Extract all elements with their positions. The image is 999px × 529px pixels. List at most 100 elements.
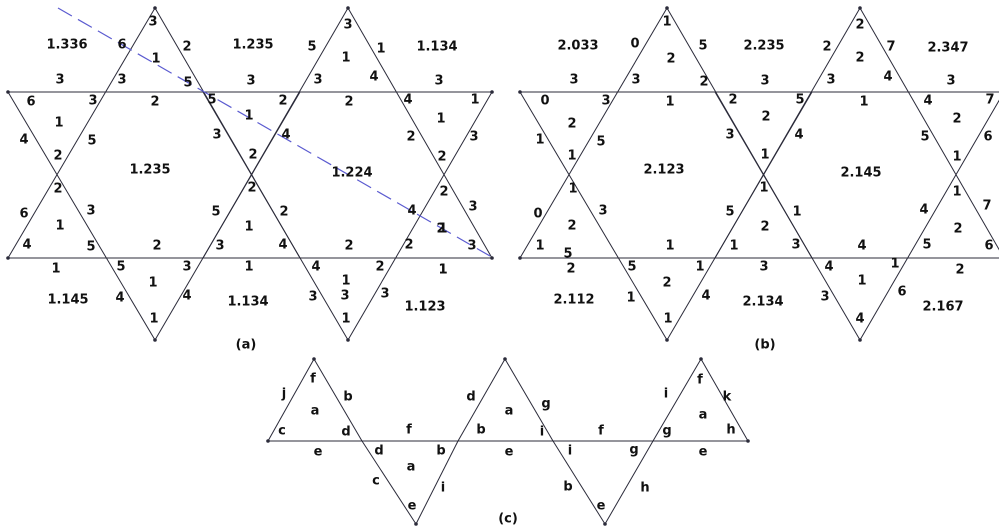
panel-c-lines (266, 357, 750, 526)
vertex-label: 4 (407, 204, 416, 219)
face-label: 1.235 (129, 163, 170, 178)
face-label: 1.134 (227, 295, 268, 310)
panel-a: 1.336 1.235 1.134 1.235 1.224 1.145 1.13… (6, 6, 494, 353)
vertex-label: c (278, 424, 286, 439)
panel-c-vertex-labels: f j b a c d f d a g e d b e i i f g e i … (278, 372, 735, 514)
vertex-label: 2 (437, 150, 446, 165)
vertex-label: 6 (26, 95, 35, 110)
vertex-label: f (598, 424, 604, 439)
vertex-label: 3 (820, 290, 829, 305)
vertex-label: 2 (279, 205, 288, 220)
vertex-label: 1 (54, 116, 63, 131)
vertex-label: 1 (341, 312, 350, 327)
vertex-label: b (436, 444, 445, 459)
vertex-label: 0 (630, 37, 639, 52)
vertex-label: 4 (824, 260, 833, 275)
vertex-label: 1 (151, 52, 160, 67)
vertex-label: 1 (890, 257, 899, 272)
vertex-label: 2 (567, 219, 576, 234)
face-label: 2.123 (643, 163, 684, 178)
vertex-label: 3 (55, 73, 64, 88)
vertex-label: 3 (791, 238, 800, 253)
vertex-label: 5 (183, 76, 192, 91)
face-label: 1.123 (404, 300, 445, 315)
vertex-label: 3 (343, 18, 352, 33)
vertex-label: 5 (307, 40, 316, 55)
vertex-label: i (568, 444, 572, 459)
vertex-label: 4 (883, 70, 892, 85)
panel-a-face-labels: 1.336 1.235 1.134 1.235 1.224 1.145 1.13… (46, 38, 457, 315)
vertex-label: 5 (87, 134, 96, 149)
vertex-label: 1 (149, 312, 158, 327)
vertex-label: 1 (760, 148, 769, 163)
vertex-label: 2 (760, 220, 769, 235)
vertex-label: 2 (436, 222, 445, 237)
vertex-label: 1 (729, 239, 738, 254)
vertex-label: 1 (759, 181, 768, 196)
vertex-label: 1 (568, 182, 577, 197)
vertex-label: 2 (344, 239, 353, 254)
vertex-label: 4 (794, 128, 803, 143)
vertex-label: 3 (469, 130, 478, 145)
vertex-label: 3 (759, 260, 768, 275)
vertex-label: 3 (86, 204, 95, 219)
vertex-label: 5 (920, 130, 929, 145)
vertex-label: e (408, 499, 417, 514)
vertex-label: j (281, 387, 286, 402)
vertex-label: 1 (244, 220, 253, 235)
vertex-label: d (466, 390, 475, 405)
vertex-label: 4 (278, 238, 287, 253)
face-label: 2.347 (927, 41, 968, 56)
vertex-label: 3 (569, 73, 578, 88)
vertex-label: c (372, 474, 380, 489)
vertex-label: d (374, 444, 383, 459)
vertex-label: 3 (215, 239, 224, 254)
vertex-label: 3 (826, 73, 835, 88)
vertex-label: 2 (953, 222, 962, 237)
vertex-label: 3 (467, 239, 476, 254)
vertex-label: 3 (313, 73, 322, 88)
vertex-label: b (343, 390, 352, 405)
vertex-label: 1 (662, 15, 671, 30)
vertex-label: 2 (182, 40, 191, 55)
vertex-label: 3 (631, 73, 640, 88)
vertex-label: i (664, 387, 668, 402)
vertex-label: 3 (760, 74, 769, 89)
vertex-label: 4 (22, 238, 31, 253)
vertex-label: 1 (792, 205, 801, 220)
vertex-label: 6 (897, 285, 906, 300)
vertex-label: 3 (308, 290, 317, 305)
vertex-label: g (662, 424, 671, 439)
vertex-label: 6 (117, 38, 126, 53)
panel-c: f j b a c d f d a g e d b e i i f g e i … (266, 357, 750, 527)
vertex-label: i (540, 425, 544, 440)
vertex-label: 2 (952, 112, 961, 127)
vertex-label: f (406, 423, 412, 438)
vertex-label: f (697, 373, 703, 388)
vertex-label: 1 (148, 276, 157, 291)
vertex-label: 1 (341, 274, 350, 289)
vertex-label: 1 (438, 263, 447, 278)
vertex-label: 2 (404, 238, 413, 253)
vertex-label: 1 (244, 109, 253, 124)
vertex-label: f (310, 372, 316, 387)
vertex-label: 5 (211, 205, 220, 220)
vertex-label: 2 (152, 239, 161, 254)
vertex-label: 2 (855, 18, 864, 33)
vertex-label: a (505, 404, 514, 419)
vertex-label: 4 (281, 128, 290, 143)
face-label: 1.336 (46, 38, 87, 53)
face-label: 2.167 (922, 300, 963, 315)
vertex-label: 0 (540, 94, 549, 109)
vertex-label: 2 (699, 75, 708, 90)
vertex-label: 5 (596, 135, 605, 150)
vertex-label: 1 (665, 95, 674, 110)
vertex-label: e (505, 445, 514, 460)
vertex-label: 2 (248, 148, 257, 163)
vertex-label: 1 (857, 274, 866, 289)
vertex-label: 2 (822, 40, 831, 55)
face-label: 2.235 (743, 39, 784, 54)
vertex-label: 4 (855, 312, 864, 327)
vertex-label: 2 (406, 130, 415, 145)
